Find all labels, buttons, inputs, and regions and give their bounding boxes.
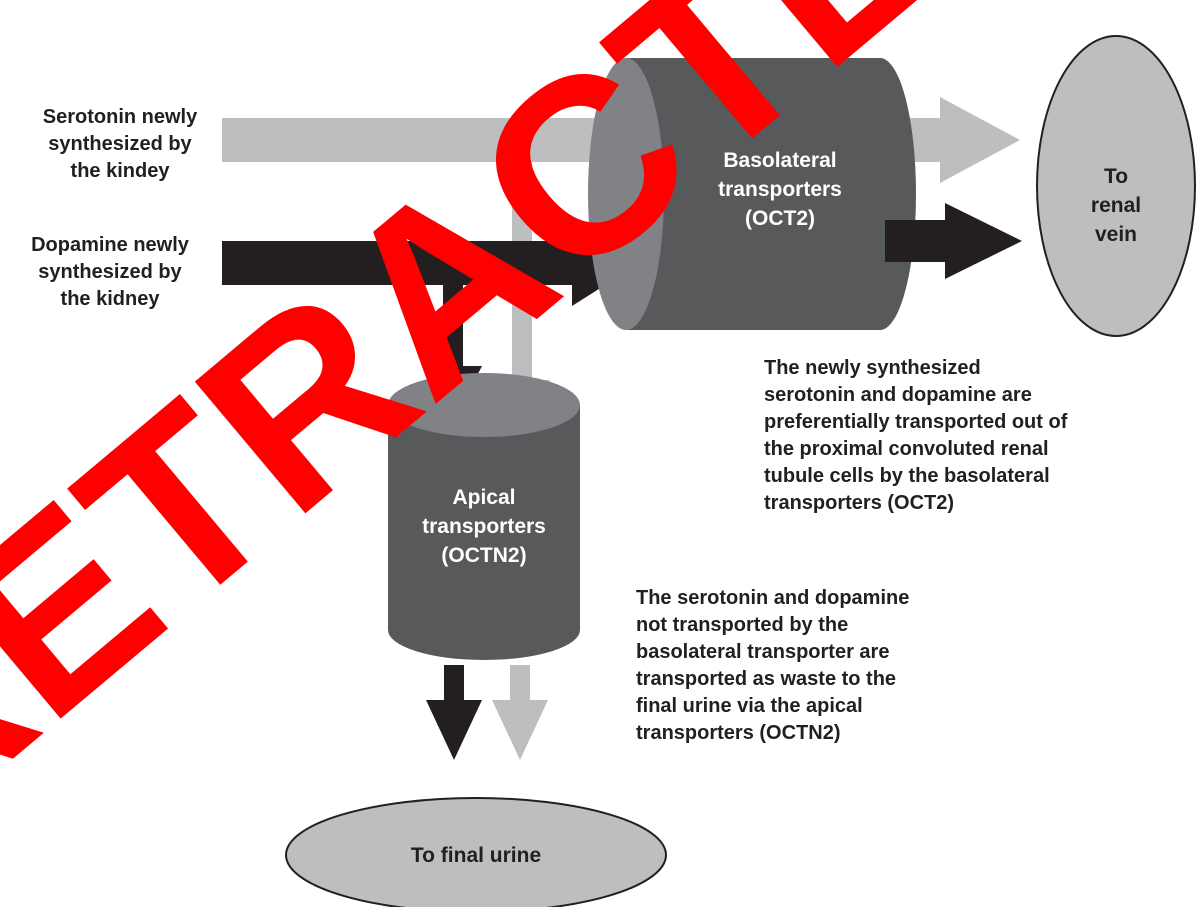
- serotonin-input-label: Serotonin newly synthesized by the kinde…: [42, 106, 198, 182]
- renal-vein-label: To renal vein: [1090, 165, 1142, 246]
- basolateral-transporter-label: Basolateral transporters (OCT2): [718, 149, 842, 230]
- dopamine-input-label: Dopamine newly synthesized by the kidney: [31, 234, 189, 310]
- apical-transporter: [388, 373, 580, 660]
- renal-vein-node: [1036, 35, 1196, 337]
- final-urine-label: To final urine: [410, 844, 542, 867]
- apical-note: The serotonin and dopamine not transport…: [636, 587, 910, 744]
- basolateral-note: The newly synthesized serotonin and dopa…: [764, 357, 1068, 514]
- basolateral-transporter: [588, 58, 916, 330]
- final-urine-node: [285, 797, 667, 907]
- dopamine-arrow-to-vein: [885, 203, 1022, 279]
- dopamine-arrow-main: [222, 219, 640, 306]
- serotonin-arrow-down: [494, 158, 550, 432]
- serotonin-arrow-to-urine: [492, 665, 548, 760]
- apical-transporter-label: Apical transporters (OCTN2): [422, 486, 546, 567]
- dopamine-arrow-to-urine: [426, 665, 482, 760]
